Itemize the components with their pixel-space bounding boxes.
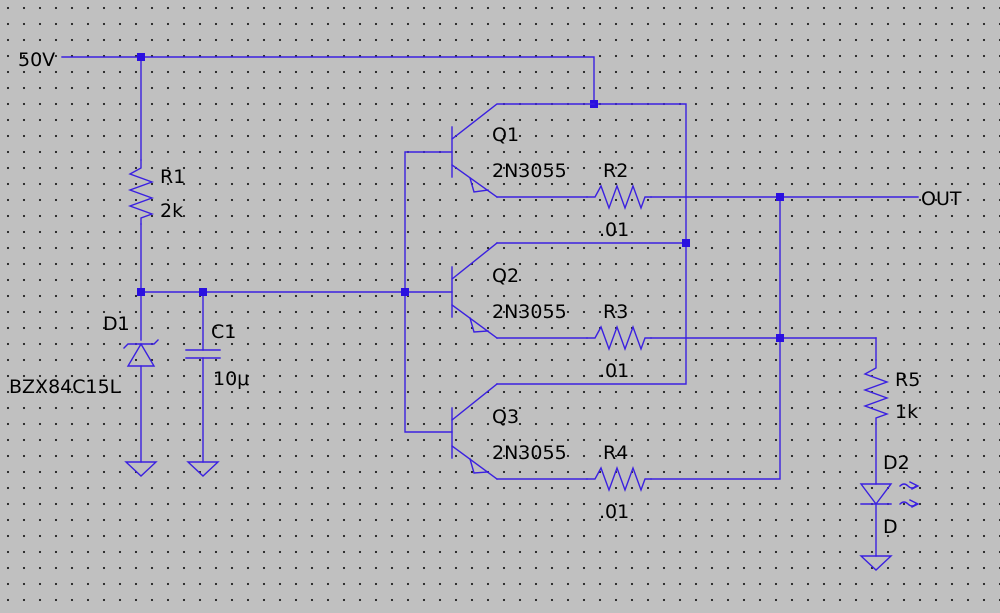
resistor-zigzag-icon [127, 159, 155, 225]
resistor-zigzag-icon [862, 359, 890, 425]
wire-supply-rail [61, 56, 595, 105]
d2-value-label: D [883, 516, 898, 538]
ground-icon [186, 461, 220, 477]
capacitor-c1[interactable] [185, 349, 221, 359]
wire-r4-to-out-bus [650, 196, 781, 480]
resistor-r5[interactable] [862, 359, 890, 425]
q1-value-label: 2N3055 [492, 160, 567, 182]
transistor-arrow-icon [469, 317, 489, 333]
led-diode-icon [859, 483, 893, 506]
resistor-r2[interactable] [586, 183, 652, 211]
resistor-r4[interactable] [586, 465, 652, 493]
d1-value-label: BZX84C15L [9, 376, 121, 398]
resistor-r3[interactable] [586, 324, 652, 352]
d2-ref-label: D2 [883, 452, 910, 474]
junction-dot [776, 334, 784, 342]
r5-value-label: 1k [895, 401, 918, 423]
transistor-collector-icon [451, 383, 498, 421]
d1-ref-label: D1 [103, 313, 130, 335]
c1-ref-label: C1 [211, 321, 236, 343]
wires [61, 56, 919, 557]
transistor-collector-icon [451, 103, 595, 140]
net-label-output: OUT [921, 188, 962, 210]
net-label-supply: 50V [18, 49, 55, 71]
q3-ref-label: Q3 [492, 406, 519, 428]
junction-dot [682, 239, 690, 247]
ground-icon [859, 555, 893, 571]
q2-ref-label: Q2 [492, 265, 519, 287]
r2-value-label: .01 [599, 219, 629, 241]
r1-ref-label: R1 [160, 166, 185, 188]
r1-value-label: 2k [160, 200, 183, 222]
junction-dot [137, 288, 145, 296]
transistor-q3[interactable] [451, 383, 498, 480]
resistor-zigzag-icon [586, 324, 652, 352]
labels: 50V OUT R1 2k D1 BZX84C15L C1 10μ Q1 2N3… [9, 49, 962, 538]
resistor-zigzag-icon [586, 183, 652, 211]
wire-collector-rail-top [496, 103, 687, 385]
ground-icon [124, 461, 158, 477]
q3-value-label: 2N3055 [492, 442, 567, 464]
zener-diode-icon [126, 342, 156, 367]
r4-ref-label: R4 [603, 442, 628, 464]
r3-ref-label: R3 [603, 301, 628, 323]
transistor-q2[interactable] [451, 242, 498, 339]
zener-bar [123, 339, 159, 349]
transistor-q1[interactable] [451, 103, 595, 198]
transistor-arrow-icon [469, 177, 489, 193]
c1-value-label: 10μ [213, 368, 249, 390]
led-d2[interactable] [859, 481, 920, 508]
q1-ref-label: Q1 [492, 124, 519, 146]
transistor-collector-icon [451, 242, 498, 280]
resistor-zigzag-icon [586, 465, 652, 493]
junction-dot [776, 193, 784, 201]
r3-value-label: .01 [599, 360, 629, 382]
ground-symbols [124, 461, 893, 571]
junction-dot [199, 288, 207, 296]
transistor-emitter-icon [451, 304, 498, 339]
transistor-emitter-icon [451, 164, 498, 198]
led-light-emission-icon [899, 481, 920, 508]
transistor-emitter-icon [451, 445, 498, 480]
q2-value-label: 2N3055 [492, 301, 567, 323]
r5-ref-label: R5 [895, 369, 920, 391]
junction-dot [137, 53, 145, 61]
zener-diode-d1[interactable] [123, 339, 159, 367]
r4-value-label: .01 [599, 501, 629, 523]
junction-dot [401, 288, 409, 296]
transistor-arrow-icon [469, 458, 489, 474]
resistor-r1[interactable] [127, 159, 155, 225]
r2-ref-label: R2 [603, 160, 628, 182]
